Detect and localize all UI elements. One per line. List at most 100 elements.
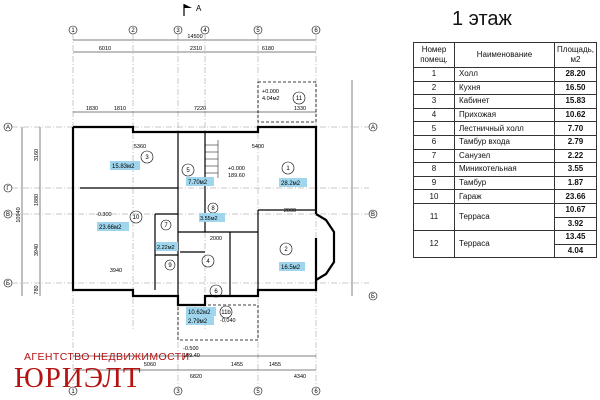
room-num-6: 6 xyxy=(214,289,218,295)
level-garage: -0.300 xyxy=(96,212,112,218)
level-terrace-top: +0.000 xyxy=(262,89,279,95)
room-area: 1.87 xyxy=(553,175,598,191)
room-num-12: 11b xyxy=(221,310,231,316)
room-num-8: 8 xyxy=(211,206,215,212)
level-terrace-area: 4.04м2 xyxy=(262,96,280,102)
room-area-6: 2.79м2 xyxy=(188,319,208,325)
table-row: 11 Терраса 10.67 xyxy=(413,202,598,232)
dim-top-2: 2310 xyxy=(190,46,202,52)
room-area-7: 2.22м2 xyxy=(157,245,175,251)
room-area-1: 28.2м2 xyxy=(281,181,301,187)
axis-label-1: 1 xyxy=(71,28,75,34)
table-row: 4 Прихожая 10.62 xyxy=(413,107,598,123)
level-entry: -0.040 xyxy=(220,318,236,324)
room-name: Кухня xyxy=(454,80,555,96)
room-area: 23.66 xyxy=(553,189,598,204)
room-name: Миникотельная xyxy=(454,162,555,177)
header-name: Наименование xyxy=(454,42,555,68)
dim-inner-2: 5400 xyxy=(252,144,264,150)
dim-inner-4: 3940 xyxy=(110,268,122,274)
room-name: Лестничный холл xyxy=(454,121,555,136)
table-row: 9 Тамбур 1.87 xyxy=(413,175,598,191)
table-row: 8 Миникотельная 3.55 xyxy=(413,162,598,177)
dim-row2-3: 7220 xyxy=(194,106,206,112)
room-name: Прихожая xyxy=(454,107,555,123)
room-number: 2 xyxy=(413,80,455,96)
room-name: Кабинет xyxy=(454,94,555,109)
dim-bottom-1: 5060 xyxy=(144,362,156,368)
agency-logo-text: ЮРИЭЛТ xyxy=(14,362,142,394)
room-number: 6 xyxy=(413,134,455,150)
dim-inner-5: 2000 xyxy=(284,208,296,214)
table-row: 2 Кухня 16.50 xyxy=(413,80,598,96)
dim-left-total: 10940 xyxy=(16,207,22,222)
table-row: 6 Тамбур входа 2.79 xyxy=(413,134,598,150)
room-area-2: 16.5м2 xyxy=(281,265,301,271)
terrace-12: 11b xyxy=(177,304,259,341)
axis-label-V: В xyxy=(6,212,10,218)
table-row: 3 Кабинет 15.83 xyxy=(413,94,598,109)
axis-label-4: 4 xyxy=(203,28,207,34)
room-area-5: 7.70м2 xyxy=(188,180,208,186)
axis-label-6: 6 xyxy=(314,28,318,34)
room-name: Тамбур входа xyxy=(454,134,555,150)
table-header-row: Номер помещ. Наименование Площадь, м2 xyxy=(413,42,598,68)
axis-label-B: Б xyxy=(6,281,10,287)
room-area: 2.79 xyxy=(553,134,598,150)
table-row: 1 Холл 28.20 xyxy=(413,67,598,82)
dim-bottom-total: 6820 xyxy=(190,374,202,380)
section-mark-top: А xyxy=(183,4,202,16)
room-num-5: 5 xyxy=(186,168,190,174)
room-area: 16.50 xyxy=(553,80,598,96)
level-bottom: -0.500 xyxy=(183,346,199,352)
dim-inner-3: 2000 xyxy=(210,236,222,242)
terrace-11: 11 +0.000 4.04м2 xyxy=(257,81,317,123)
room-number: 12 xyxy=(413,230,455,259)
axis-label-5: 5 xyxy=(256,28,260,34)
room-area: 10.67 xyxy=(553,202,598,218)
dim-total-top: 14500 xyxy=(187,34,202,40)
room-area-8: 3.55м2 xyxy=(200,216,218,222)
header-number: Номер помещ. xyxy=(413,42,455,68)
room-number: 7 xyxy=(413,148,455,164)
dim-row2-2: 1810 xyxy=(114,106,126,112)
dim-left-2: 1880 xyxy=(34,194,40,206)
dim-left-1: 3160 xyxy=(34,149,40,161)
building-walls xyxy=(71,125,336,307)
axes-left: А Г В Б А В Б xyxy=(3,122,378,301)
room-area: 3.55 xyxy=(553,162,598,177)
axis-label-bottom-5: 5 xyxy=(256,389,260,395)
axis-label-2: 2 xyxy=(131,28,135,34)
room-num-10: 10 xyxy=(133,215,140,221)
table-row-sub: 4.04 xyxy=(414,243,598,259)
room-number: 1 xyxy=(413,67,455,82)
dim-top-1: 6010 xyxy=(99,46,111,52)
room-area: 2.22 xyxy=(553,148,598,164)
staircase xyxy=(205,140,219,178)
axis-label-bottom-1: 1 xyxy=(71,389,75,395)
room-name: Холл xyxy=(454,67,555,82)
room-area: 10.62 xyxy=(553,107,598,123)
room-area: 28.20 xyxy=(553,67,598,82)
dim-left-4: 780 xyxy=(34,285,40,294)
table-row: 12 Терраса 13.45 xyxy=(413,230,598,259)
room-name: Терраса xyxy=(454,202,555,232)
dim-inner-1: 5360 xyxy=(134,144,146,150)
axis-label-bottom-6: 6 xyxy=(314,389,318,395)
room-number: 5 xyxy=(413,121,455,136)
room-num-11: 11 xyxy=(296,96,303,102)
dim-bottom-3: 1455 xyxy=(269,362,281,368)
room-area-secondary: 4.04 xyxy=(553,243,598,259)
dimension-texts-vertical: 10940 3160 1880 3940 780 xyxy=(16,149,40,295)
axis-label-bottom-3: 3 xyxy=(176,389,180,395)
table-row: 10 Гараж 23.66 xyxy=(413,189,598,204)
dim-bottom-2: 1455 xyxy=(231,362,243,368)
room-num-2: 2 xyxy=(284,247,288,253)
level-hall-value: 189.60 xyxy=(228,173,245,179)
dim-top-3: 6180 xyxy=(262,46,274,52)
axes-top: 1 2 3 4 5 6 xyxy=(68,25,321,35)
dimension-lines xyxy=(21,39,353,371)
room-number: 9 xyxy=(413,175,455,191)
dim-bottom-4: 4340 xyxy=(294,374,306,380)
